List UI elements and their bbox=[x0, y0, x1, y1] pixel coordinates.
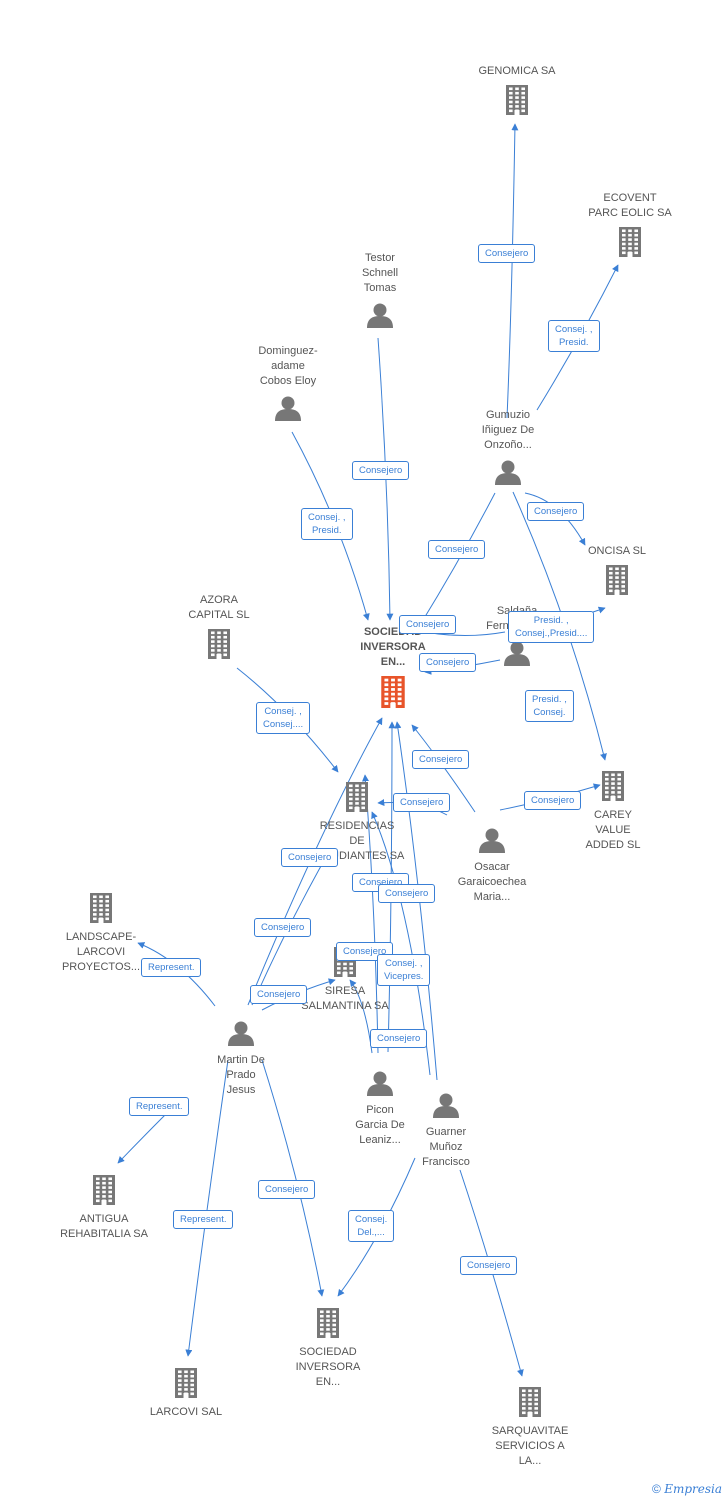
edge-label-martin-to-residencias[interactable]: Consejero bbox=[254, 918, 312, 937]
node-oncisa[interactable]: ONCISA SL bbox=[552, 544, 682, 600]
node-label[interactable]: LANDSCAPE- LARCOVI PROYECTOS... bbox=[61, 931, 141, 973]
node-testor[interactable]: Testor Schnell Tomas bbox=[315, 251, 445, 333]
node-sociedad2[interactable]: SOCIEDAD INVERSORA EN... bbox=[263, 1308, 393, 1390]
edge-martin-to-larcovi bbox=[185, 1059, 229, 1357]
node-picon[interactable]: Picon Garcia De Leaniz... bbox=[315, 1070, 445, 1148]
node-residencias[interactable]: RESIDENCIAS DE ESTUDIANTES SA bbox=[292, 782, 422, 864]
node-center[interactable]: SOCIEDAD INVERSORA EN... bbox=[328, 625, 458, 713]
building-icon bbox=[263, 1308, 393, 1343]
edge-label-osacar-to-residencias[interactable]: Consejero bbox=[393, 793, 451, 812]
edge-label-gumuzio-to-genomica[interactable]: Consejero bbox=[478, 244, 536, 263]
node-label[interactable]: AZORA CAPITAL SL bbox=[188, 594, 250, 621]
node-ecovent[interactable]: ECOVENT PARC EOLIC SA bbox=[565, 191, 695, 262]
edge-martin-to-center bbox=[247, 717, 383, 1006]
node-gumuzio[interactable]: Gumuzio Iñiguez De Onzoño... bbox=[443, 408, 573, 490]
person-icon bbox=[381, 1092, 511, 1123]
person-icon bbox=[315, 302, 445, 333]
edge-martin-to-sociedad2 bbox=[261, 1059, 325, 1297]
node-antigua[interactable]: ANTIGUA REHABITALIA SA bbox=[39, 1175, 169, 1242]
node-label[interactable]: ECOVENT PARC EOLIC SA bbox=[588, 192, 672, 219]
brand-name[interactable]: Empresia bbox=[664, 1482, 722, 1496]
edge-label-martin-to-larcovi[interactable]: Represent. bbox=[173, 1210, 234, 1229]
node-label[interactable]: Gumuzio Iñiguez De Onzoño... bbox=[481, 409, 535, 451]
building-icon bbox=[292, 782, 422, 817]
edge-label-azora-to-residencias[interactable]: Consej. , Consej.... bbox=[256, 702, 311, 734]
node-label[interactable]: Guarner Muñoz Francisco bbox=[422, 1126, 470, 1168]
edge-label-gumuzio-to-ecovent[interactable]: Consej. , Presid. bbox=[548, 320, 600, 352]
node-label[interactable]: Picon Garcia De Leaniz... bbox=[355, 1104, 405, 1146]
node-guarner[interactable]: Guarner Muñoz Francisco bbox=[381, 1092, 511, 1170]
edge-label-martin-to-sociedad2[interactable]: Consejero bbox=[258, 1180, 316, 1199]
edge-label-martin-to-antigua[interactable]: Represent. bbox=[129, 1097, 190, 1116]
node-label[interactable]: ONCISA SL bbox=[587, 545, 647, 557]
edge-label-picon-to-center[interactable]: Consejero bbox=[370, 1029, 428, 1048]
node-label[interactable]: SOCIEDAD INVERSORA EN... bbox=[295, 1346, 361, 1388]
node-martin[interactable]: Martin De Prado Jesus bbox=[176, 1020, 306, 1098]
edge-label-martin-to-siresa[interactable]: Consejero bbox=[250, 985, 308, 1004]
node-label[interactable]: CAREY VALUE ADDED SL bbox=[585, 809, 641, 851]
building-icon bbox=[465, 1387, 595, 1422]
edge-label-gumuzio-to-oncisa[interactable]: Consejero bbox=[527, 502, 585, 521]
building-icon bbox=[36, 893, 166, 928]
person-icon bbox=[315, 1070, 445, 1101]
edge-gumuzio-to-genomica bbox=[506, 123, 519, 419]
node-label[interactable]: SIRESA SALMANTINA SA bbox=[301, 985, 389, 1012]
edge-label-saldana-to-oncisa[interactable]: Presid. , Consej.,Presid.... bbox=[508, 611, 595, 643]
node-label[interactable]: ANTIGUA REHABITALIA SA bbox=[60, 1213, 148, 1240]
edge-label-gumuzio-to-carey[interactable]: Presid. , Consej. bbox=[525, 690, 574, 722]
building-icon bbox=[548, 771, 678, 806]
edge-label-martin-to-landscape[interactable]: Represent. bbox=[141, 958, 202, 977]
edge-label-testor-to-center[interactable]: Consejero bbox=[352, 461, 410, 480]
copyright-symbol: © bbox=[652, 1482, 661, 1496]
edge-label-gumuzio-to-center[interactable]: Consejero bbox=[428, 540, 486, 559]
edge-martin-to-antigua bbox=[117, 1111, 169, 1164]
edge-label-guarner-to-residencias[interactable]: Consejero bbox=[378, 884, 436, 903]
building-icon bbox=[552, 565, 682, 600]
node-label[interactable]: Osacar Garaicoechea Maria... bbox=[457, 861, 527, 903]
person-icon bbox=[452, 640, 582, 671]
edge-label-osacar-to-carey[interactable]: Consejero bbox=[524, 791, 582, 810]
edge-label-guarner-to-sociedad2[interactable]: Consej. Del.,... bbox=[348, 1210, 395, 1242]
edge-label-dominguez-to-center[interactable]: Consej. , Presid. bbox=[301, 508, 353, 540]
edge-label-guarner-to-sarquavitae[interactable]: Consejero bbox=[460, 1256, 518, 1275]
node-sarquavitae[interactable]: SARQUAVITAE SERVICIOS A LA... bbox=[465, 1387, 595, 1469]
person-icon bbox=[427, 827, 557, 858]
node-label[interactable]: SARQUAVITAE SERVICIOS A LA... bbox=[491, 1425, 569, 1467]
node-label[interactable]: Dominguez- adame Cobos Eloy bbox=[258, 345, 318, 387]
person-icon bbox=[176, 1020, 306, 1051]
node-label[interactable]: LARCOVI SAL bbox=[149, 1406, 223, 1418]
node-osacar[interactable]: Osacar Garaicoechea Maria... bbox=[427, 827, 557, 905]
node-genomica[interactable]: GENOMICA SA bbox=[452, 64, 582, 120]
building-icon bbox=[565, 227, 695, 262]
building-icon bbox=[121, 1368, 251, 1403]
building-icon bbox=[154, 629, 284, 664]
node-label[interactable]: Martin De Prado Jesus bbox=[217, 1054, 265, 1096]
brand-footer: © Empresia bbox=[652, 1482, 722, 1496]
person-icon bbox=[443, 459, 573, 490]
building-icon bbox=[39, 1175, 169, 1210]
node-azora[interactable]: AZORA CAPITAL SL bbox=[154, 593, 284, 664]
building-icon bbox=[452, 85, 582, 120]
node-carey[interactable]: CAREY VALUE ADDED SL bbox=[548, 771, 678, 853]
building-icon bbox=[328, 676, 458, 713]
node-label[interactable]: GENOMICA SA bbox=[478, 65, 556, 77]
edge-gumuzio-to-center bbox=[419, 492, 496, 626]
edge-label-saldana-to-center[interactable]: Consejero bbox=[419, 653, 477, 672]
person-icon bbox=[223, 395, 353, 426]
node-dominguez[interactable]: Dominguez- adame Cobos Eloy bbox=[223, 344, 353, 426]
node-landscape[interactable]: LANDSCAPE- LARCOVI PROYECTOS... bbox=[36, 893, 166, 975]
edge-label-osacar-to-center[interactable]: Consejero bbox=[412, 750, 470, 769]
edge-label-guarner-to-center[interactable]: Consej. , Vicepres. bbox=[377, 954, 431, 986]
edge-label-saldana-to-center[interactable]: Consejero bbox=[399, 615, 457, 634]
node-larcovi[interactable]: LARCOVI SAL bbox=[121, 1368, 251, 1420]
edge-label-martin-to-center[interactable]: Consejero bbox=[281, 848, 339, 867]
node-label[interactable]: Testor Schnell Tomas bbox=[361, 252, 399, 294]
